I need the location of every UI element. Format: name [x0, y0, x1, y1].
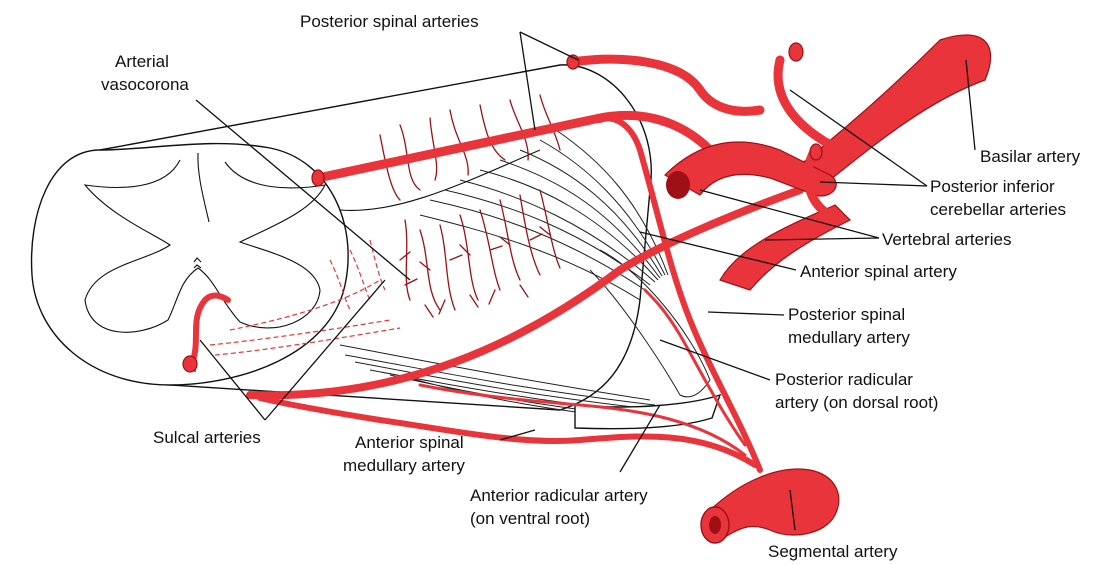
label-pica-line1: Posterior inferior	[930, 177, 1055, 196]
pica-upper	[778, 60, 840, 150]
label-post-spinal-medullary-line2: medullary artery	[788, 328, 910, 347]
label-arterial-vasocorona-line1: Arterial	[115, 52, 169, 71]
label-ant-radicular-line1: Anterior radicular artery	[470, 486, 648, 505]
pica-upper-end	[789, 43, 803, 61]
spinal-cord	[32, 65, 652, 410]
sulcal-artery-cross-section	[183, 356, 197, 372]
label-sulcal-arteries: Sulcal arteries	[153, 428, 261, 447]
label-segmental-artery: Segmental artery	[768, 542, 898, 561]
label-pica-line2: cerebellar arteries	[930, 200, 1066, 219]
label-ant-radicular-line2: (on ventral root)	[470, 509, 590, 528]
label-basilar-artery: Basilar artery	[980, 147, 1081, 166]
label-arterial-vasocorona-line2: vasocorona	[101, 75, 189, 94]
label-post-radicular-line1: Posterior radicular	[775, 370, 913, 389]
label-posterior-spinal-arteries: Posterior spinal arteries	[300, 12, 479, 31]
label-post-spinal-medullary-line1: Posterior spinal	[788, 305, 905, 324]
posterior-spinal-artery-left-end	[312, 170, 324, 186]
label-anterior-spinal-artery: Anterior spinal artery	[800, 262, 957, 281]
label-vertebral-arteries: Vertebral arteries	[882, 230, 1011, 249]
spinal-cord-cross-section	[32, 144, 349, 385]
label-ant-spinal-medullary-line1: Anterior spinal	[355, 433, 464, 452]
label-post-radicular-line2: artery (on dorsal root)	[775, 393, 938, 412]
leader-post-spinal-med	[708, 312, 784, 315]
leader-posterior-spinal-a	[520, 32, 578, 60]
segmental-artery-lumen	[709, 516, 721, 534]
pica-lower-end	[810, 144, 822, 160]
label-ant-spinal-medullary-line2: medullary artery	[343, 456, 465, 475]
vertebral-artery-left-end	[666, 171, 690, 199]
